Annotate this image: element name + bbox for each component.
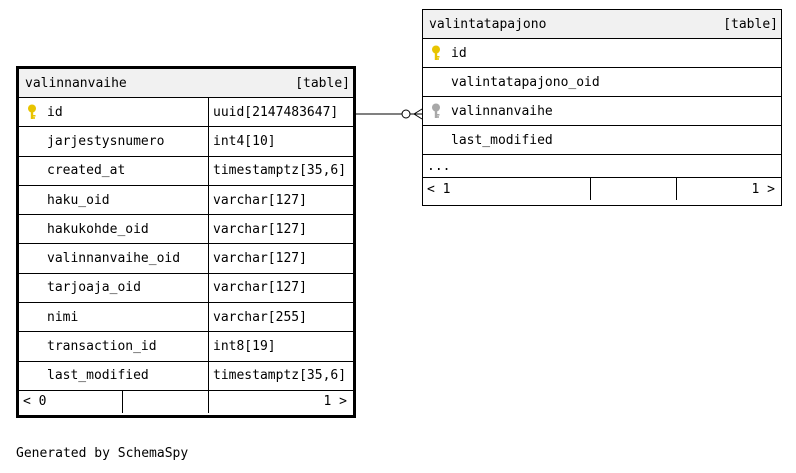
column-name[interactable]: id — [451, 45, 467, 61]
column-name-cell: last_modified — [19, 361, 209, 390]
children-count[interactable]: < 1 — [423, 178, 591, 200]
table-name[interactable]: valintatapajono — [429, 16, 547, 32]
column-row-haku_oid[interactable]: haku_oid varchar[127] — [19, 185, 353, 216]
table-footer: < 0 1 > — [19, 390, 353, 413]
footer-spacer — [123, 390, 209, 413]
column-name[interactable]: haku_oid — [47, 192, 110, 208]
column-type: timestamptz[35,6] — [213, 368, 347, 384]
column-name[interactable]: created_at — [47, 163, 126, 179]
table-valinnanvaihe[interactable]: valinnanvaihe [table] id uuid[2147483647]… — [16, 66, 356, 418]
column-row-last_modified[interactable]: last_modified timestamptz[35,6] — [19, 361, 353, 391]
crowfoot-upper — [413, 108, 423, 115]
footer-spacer — [591, 178, 677, 200]
column-name-cell: last_modified — [423, 126, 781, 154]
column-row-valinnanvaihe_oid[interactable]: valinnanvaihe_oid varchar[127] — [19, 244, 353, 274]
foreign-key-icon — [431, 103, 451, 119]
column-name[interactable]: id — [47, 104, 63, 120]
column-row-jarjestysnumero[interactable]: jarjestysnumero int4[10] — [19, 127, 353, 157]
table-header[interactable]: valinnanvaihe [table] — [19, 69, 353, 98]
table-valintatapajono[interactable]: valintatapajono [table] id valintatapajon… — [422, 9, 782, 206]
column-type: varchar[127] — [213, 192, 307, 208]
column-type: varchar[255] — [213, 309, 307, 325]
zero-cardinality-marker — [401, 109, 411, 119]
column-name-cell: hakukohde_oid — [19, 215, 209, 244]
column-name[interactable]: valintatapajono_oid — [451, 74, 600, 90]
more-columns-indicator: ... — [423, 155, 781, 178]
table-header[interactable]: valintatapajono [table] — [423, 10, 781, 39]
column-row-transaction_id[interactable]: transaction_id int8[19] — [19, 332, 353, 362]
column-name[interactable]: hakukohde_oid — [47, 221, 149, 237]
column-row-id[interactable]: id uuid[2147483647] — [19, 98, 353, 128]
column-type: uuid[2147483647] — [213, 104, 339, 120]
column-name[interactable]: jarjestysnumero — [47, 133, 165, 149]
column-name[interactable]: tarjoaja_oid — [47, 280, 141, 296]
column-name-cell: id — [19, 98, 209, 127]
column-name-cell: transaction_id — [19, 332, 209, 361]
column-name-cell: id — [423, 39, 781, 67]
column-name[interactable]: nimi — [47, 309, 79, 325]
column-row-nimi[interactable]: nimi varchar[255] — [19, 303, 353, 333]
table-kind: [table] — [723, 16, 778, 32]
column-name[interactable]: valinnanvaihe — [451, 103, 553, 119]
column-name[interactable]: transaction_id — [47, 339, 157, 355]
column-row-id[interactable]: id — [423, 39, 781, 68]
column-row-valinnanvaihe[interactable]: valinnanvaihe — [423, 97, 781, 126]
column-name-cell: valintatapajono_oid — [423, 68, 781, 96]
crowfoot-lower — [413, 113, 423, 120]
column-row-last_modified[interactable]: last_modified — [423, 126, 781, 155]
column-name-cell: valinnanvaihe — [423, 97, 781, 125]
column-name[interactable]: valinnanvaihe_oid — [47, 251, 181, 267]
generated-by-label: Generated by SchemaSpy — [16, 446, 189, 461]
column-type: int4[10] — [213, 133, 276, 149]
primary-key-icon — [431, 45, 451, 61]
column-name-cell: created_at — [19, 156, 209, 185]
column-name-cell: nimi — [19, 303, 209, 332]
column-row-created_at[interactable]: created_at timestamptz[35,6] — [19, 156, 353, 186]
children-count[interactable]: < 0 — [19, 390, 123, 413]
column-type: int8[19] — [213, 339, 276, 355]
column-name[interactable]: last_modified — [47, 368, 149, 384]
column-name-cell: jarjestysnumero — [19, 127, 209, 156]
column-type: varchar[127] — [213, 221, 307, 237]
parents-count[interactable]: 1 > — [751, 181, 775, 197]
column-name-cell: haku_oid — [19, 185, 209, 215]
table-name[interactable]: valinnanvaihe — [25, 75, 127, 91]
table-footer: < 1 1 > — [423, 178, 781, 200]
column-name-cell: tarjoaja_oid — [19, 273, 209, 303]
primary-key-icon — [27, 104, 47, 120]
column-name-cell: valinnanvaihe_oid — [19, 244, 209, 273]
column-type: timestamptz[35,6] — [213, 163, 347, 179]
parents-count[interactable]: 1 > — [323, 394, 347, 410]
column-type: varchar[127] — [213, 280, 307, 296]
column-row-hakukohde_oid[interactable]: hakukohde_oid varchar[127] — [19, 215, 353, 245]
table-kind: [table] — [295, 75, 350, 91]
column-row-valintatapajono_oid[interactable]: valintatapajono_oid — [423, 68, 781, 97]
column-row-tarjoaja_oid[interactable]: tarjoaja_oid varchar[127] — [19, 273, 353, 304]
column-name[interactable]: last_modified — [451, 132, 553, 148]
column-type: varchar[127] — [213, 251, 307, 267]
